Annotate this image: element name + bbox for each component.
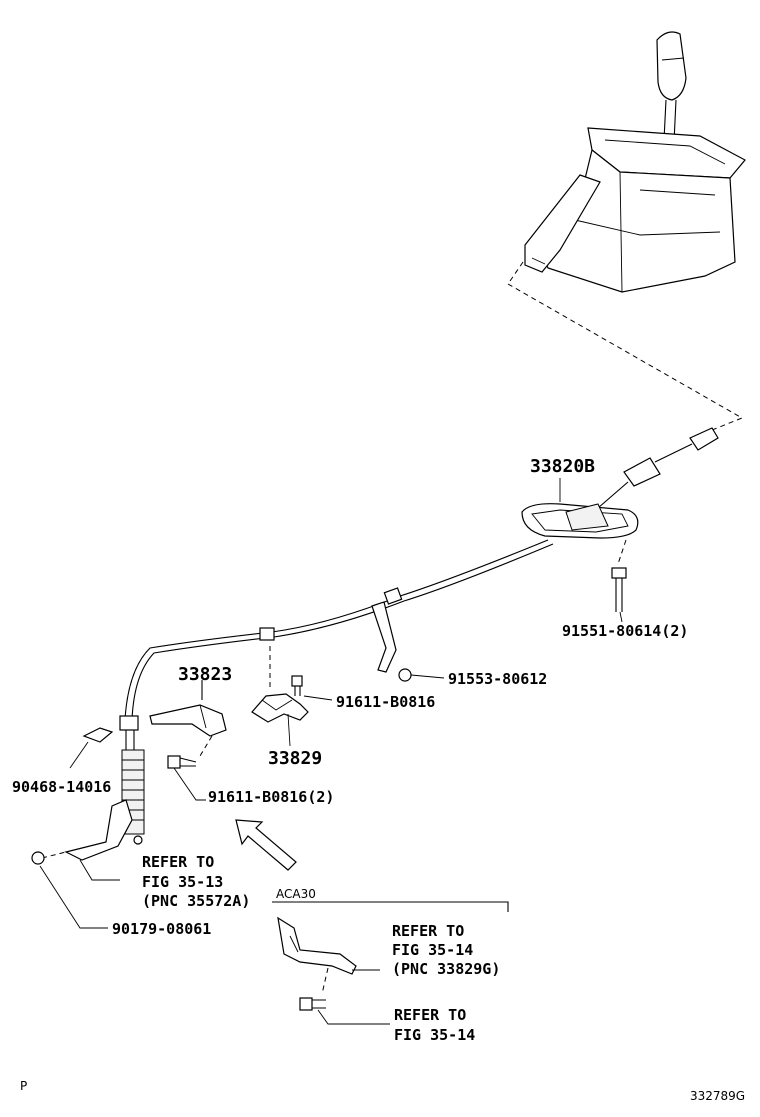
bolt-91553	[398, 668, 445, 682]
ref2-line2: FIG 35-14	[392, 941, 473, 959]
bolt-91551	[611, 539, 627, 612]
label-91611-B0816-2: 91611-B0816(2)	[208, 788, 334, 806]
direction-arrow	[235, 819, 297, 871]
bracket-33823	[149, 680, 227, 757]
control-cable	[119, 427, 719, 845]
ref3-line2: FIG 35-14	[394, 1026, 475, 1044]
label-90179-08061: 90179-08061	[112, 920, 211, 938]
ref1-line2: FIG 35-13	[142, 873, 223, 891]
shift-lever-assembly	[507, 31, 746, 431]
label-90468-14016: 90468-14016	[12, 778, 111, 796]
label-91553-80612: 91553-80612	[448, 670, 547, 688]
ref2-line3: (PNC 33829G)	[392, 960, 500, 978]
bracket-33829	[251, 646, 309, 747]
label-33823: 33823	[178, 664, 232, 685]
bracket-aca30	[272, 901, 509, 1025]
label-91611-B0816: 91611-B0816	[336, 693, 435, 711]
ref1-line3: (PNC 35572A)	[142, 892, 250, 910]
corner-mark: P	[20, 1079, 27, 1093]
diagram-id: 332789G	[690, 1089, 745, 1103]
ref1-line1: REFER TO	[142, 853, 214, 871]
label-33829: 33829	[268, 748, 322, 769]
bolt-91611-lower	[167, 755, 206, 801]
label-91551-80614: 91551-80614(2)	[562, 622, 688, 640]
label-33820B: 33820B	[530, 456, 595, 477]
label-model-aca30: ACA30	[276, 887, 316, 901]
clip-90468	[69, 727, 114, 769]
bracket-lower-left	[31, 799, 133, 929]
bolt-91611-upper	[291, 675, 333, 701]
ref3-line1: REFER TO	[394, 1006, 466, 1024]
ref2-line1: REFER TO	[392, 922, 464, 940]
